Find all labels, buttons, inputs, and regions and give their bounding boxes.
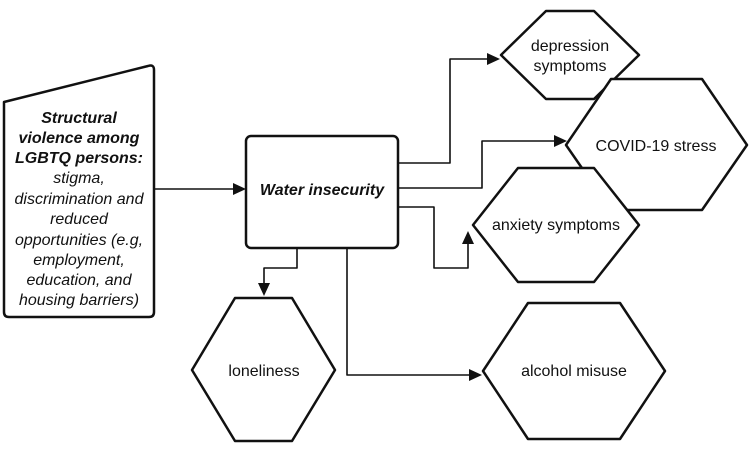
source-title-line-3: LGBTQ persons: [15,150,143,167]
source-body-line-7: housing barriers) [19,292,139,309]
depression-label-line-2: symptoms [534,58,607,75]
source-title-line-2: violence among [19,130,140,147]
source-body-line-1: stigma, [53,170,105,187]
alcohol-diamond [481,301,667,441]
arrowhead-alcohol [469,369,482,381]
source-body-line-5: employment, [33,252,125,269]
source-body-line-3: reduced [50,211,109,228]
source-body-line-6: education, and [27,272,133,289]
arrowhead-loneliness [258,283,270,296]
source-node-shape [2,64,156,319]
depression-diamond [499,9,641,101]
connector-to-alcohol [346,248,470,376]
source-body-line-2: discrimination and [15,191,145,208]
loneliness-label: loneliness [228,363,299,380]
anxiety-diamond [471,166,641,284]
central-node-shape [244,134,400,250]
connector-to-depression [398,58,488,164]
alcohol-label: alcohol misuse [521,363,627,380]
central-node-label: Water insecurity [260,182,385,199]
arrowhead-central [233,183,246,195]
loneliness-diamond [190,296,337,443]
connector-to-loneliness [263,248,298,285]
connector-to-anxiety [398,206,469,269]
connector-to-covid-stress [398,140,556,189]
arrowhead-anxiety [462,231,474,244]
arrowhead-depression [487,53,500,65]
source-body-line-4: opportunities (e.g, [15,232,143,249]
depression-label-line-1: depression [531,38,609,55]
anxiety-label: anxiety symptoms [492,217,620,234]
arrowhead-covid-stress [554,135,567,147]
source-title-line-1: Structural [41,110,117,127]
covid-stress-label: COVID-19 stress [596,138,717,155]
